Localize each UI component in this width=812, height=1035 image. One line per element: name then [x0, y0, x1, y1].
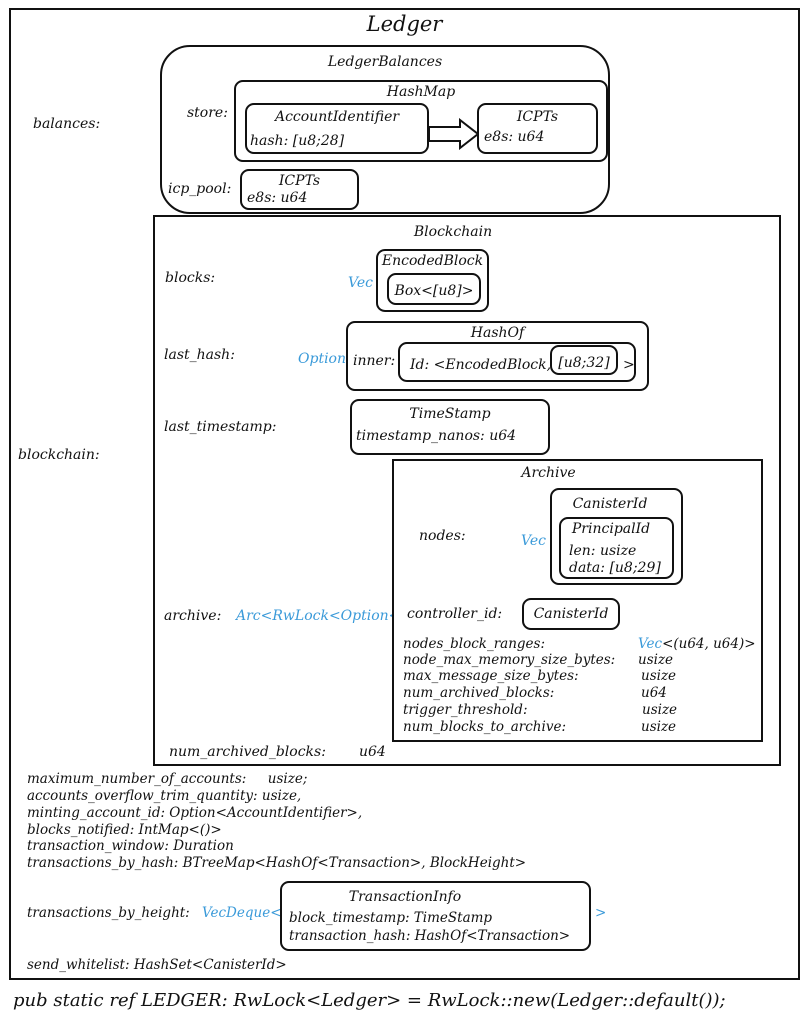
archive-nodes-label: nodes:: [419, 528, 466, 544]
timestamp-field: timestamp_nanos: u64: [356, 428, 517, 444]
controller-id-field: CanisterId: [533, 606, 609, 622]
archive-field-type: usize: [641, 719, 677, 735]
ledger-field: minting_account_id: Option<AccountIdenti…: [27, 805, 363, 821]
send-whitelist-field: send_whitelist: HashSet<CanisterId>: [27, 957, 287, 973]
archive-label: archive:: [164, 608, 222, 624]
archive-field-name: num_archived_blocks:: [403, 685, 555, 701]
principal-id-data: data: [u8;29]: [569, 560, 661, 576]
icpts-value-box: [477, 103, 598, 154]
store-label: store:: [187, 105, 228, 121]
principal-id-box: [559, 517, 674, 579]
archive-field-type: u64: [641, 685, 667, 701]
icpts-value-title: ICPTs: [516, 109, 559, 125]
hash-bytes-field: [u8;32]: [558, 355, 610, 371]
archive-field-type: usize: [642, 702, 678, 718]
blockchain-label: blockchain:: [18, 447, 100, 463]
canister-id-title: CanisterId: [572, 496, 648, 512]
num-archived-blocks-label: num_archived_blocks:: [169, 744, 326, 760]
ledger-field: accounts_overflow_trim_quantity: usize,: [27, 788, 302, 804]
account-identifier-title: AccountIdentifier: [274, 109, 400, 125]
archive-nodes-vec-wrapper: Vec: [521, 533, 546, 549]
archive-field-type: usize: [638, 652, 674, 668]
ledger-field: transactions_by_hash: BTreeMap<HashOf<Tr…: [27, 855, 527, 871]
last-hash-label: last_hash:: [164, 347, 235, 363]
principal-id-len: len: usize: [569, 543, 637, 559]
hashof-inner-label: inner:: [353, 353, 396, 369]
hashof-title: HashOf: [470, 325, 525, 341]
ledger-field: transaction_window: Duration: [27, 838, 234, 854]
timestamp-title: TimeStamp: [409, 406, 491, 422]
archive-field-name: num_blocks_to_archive:: [403, 719, 566, 735]
archive-title: Archive: [521, 465, 576, 481]
ledger-balances-title: LedgerBalances: [327, 54, 443, 70]
transaction-info-field: block_timestamp: TimeStamp: [289, 910, 493, 926]
hash-bytes-box: [550, 345, 618, 375]
transaction-info-field: transaction_hash: HashOf<Transaction>: [289, 928, 571, 944]
archive-field-type: usize: [641, 668, 677, 684]
icpts-value-field: e8s: u64: [484, 129, 545, 145]
ledger-title: Ledger: [366, 12, 443, 36]
controller-id-box: [522, 598, 620, 630]
archive-field-name: node_max_memory_size_bytes:: [403, 652, 616, 668]
transaction-info-title: TransactionInfo: [348, 889, 462, 905]
transactions-by-height-close: >: [595, 905, 607, 921]
ledger-field: blocks_notified: IntMap<()>: [27, 822, 222, 838]
ledger-field: maximum_number_of_accounts: usize;: [27, 771, 308, 787]
icp-pool-field: e8s: u64: [247, 190, 308, 206]
hashof-inner-text: Id: <EncodedBlock,: [410, 357, 552, 373]
archive-field-name: trigger_threshold:: [403, 702, 528, 718]
principal-id-title: PrincipalId: [571, 521, 651, 537]
ledger-static-declaration: pub static ref LEDGER: RwLock<Ledger> = …: [13, 990, 726, 1011]
balances-label: balances:: [33, 116, 101, 132]
archive-field-type: Vec<(u64, u64)>: [638, 636, 756, 652]
last-timestamp-label: last_timestamp:: [164, 419, 277, 435]
hashof-inner-close: >: [623, 357, 635, 373]
transactions-by-height-label: transactions_by_height:: [27, 905, 190, 921]
transactions-by-height-wrapper: VecDeque<: [202, 905, 282, 921]
icp-pool-title: ICPTs: [278, 173, 321, 189]
maps-to-arrow-icon: [428, 118, 480, 150]
account-identifier-field: hash: [u8;28]: [250, 133, 345, 149]
box-u8-field: Box<[u8]>: [394, 283, 474, 299]
transaction-info-box: [280, 881, 591, 951]
archive-field-type-rest: <(u64, u64)>: [662, 636, 756, 652]
blockchain-title: Blockchain: [413, 224, 493, 240]
last-hash-option-wrapper: Option: [298, 351, 346, 367]
timestamp-box: [350, 399, 550, 455]
num-archived-blocks-type: u64: [359, 744, 386, 760]
blocks-vec-wrapper: Vec: [348, 275, 373, 291]
blocks-label: blocks:: [165, 270, 216, 286]
archive-wrapper: Arc<RwLock<Option<: [236, 608, 401, 624]
controller-id-label: controller_id:: [407, 606, 503, 622]
icp-pool-label: icp_pool:: [168, 181, 232, 197]
archive-field-name: max_message_size_bytes:: [403, 668, 579, 684]
encoded-block-title: EncodedBlock: [381, 253, 484, 269]
hashmap-title: HashMap: [386, 84, 456, 100]
archive-field-vec-prefix: Vec: [638, 636, 663, 652]
box-u8-box: [387, 273, 481, 305]
icp-pool-box: [240, 169, 359, 210]
archive-field-name: nodes_block_ranges:: [403, 636, 546, 652]
